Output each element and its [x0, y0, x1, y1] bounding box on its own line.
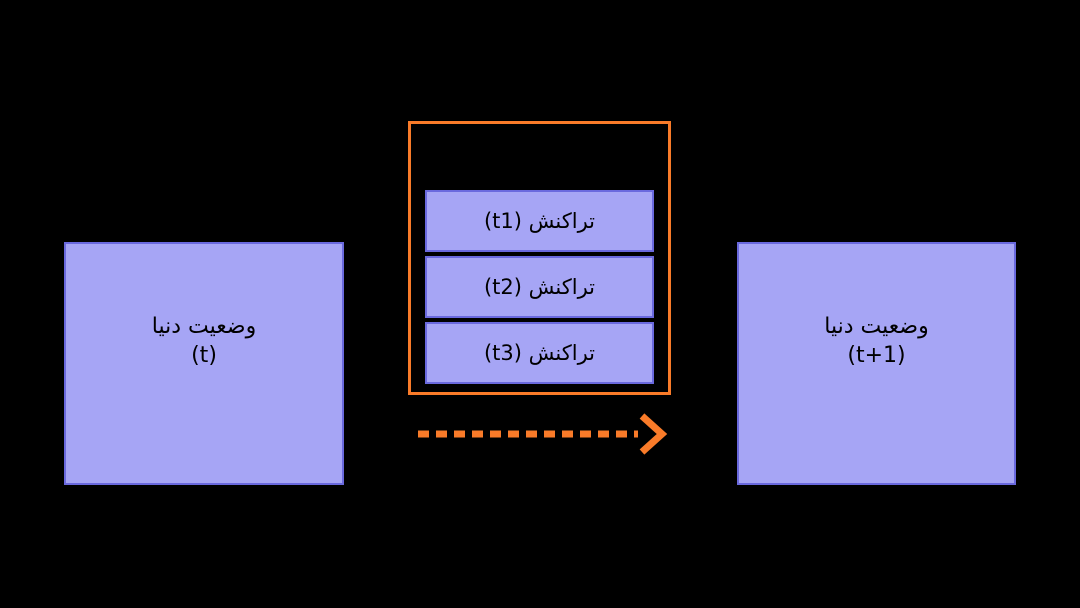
transactions-container: تراکنش (t1) تراکنش (t2) تراکنش (t3) [408, 121, 671, 395]
transaction-label: تراکنش (t1) [483, 209, 596, 233]
transaction-item[interactable]: تراکنش (t1) [425, 190, 654, 252]
transactions-list: تراکنش (t1) تراکنش (t2) تراکنش (t3) [411, 190, 668, 384]
transaction-item[interactable]: تراکنش (t3) [425, 322, 654, 384]
arrow-head-icon [639, 413, 668, 455]
transaction-label: تراکنش (t3) [483, 341, 596, 365]
world-state-before-label: وضعیت دنیا (t) [151, 314, 257, 368]
flow-arrow-graphic [418, 413, 668, 455]
world-state-after-label: وضعیت دنیا (t+1) [824, 314, 929, 368]
world-state-before-box: وضعیت دنیا (t) [64, 242, 344, 485]
transaction-item[interactable]: تراکنش (t2) [425, 256, 654, 318]
flow-arrow [410, 408, 672, 460]
world-state-after-box: وضعیت دنیا (t+1) [737, 242, 1016, 485]
transaction-label: تراکنش (t2) [483, 275, 596, 299]
